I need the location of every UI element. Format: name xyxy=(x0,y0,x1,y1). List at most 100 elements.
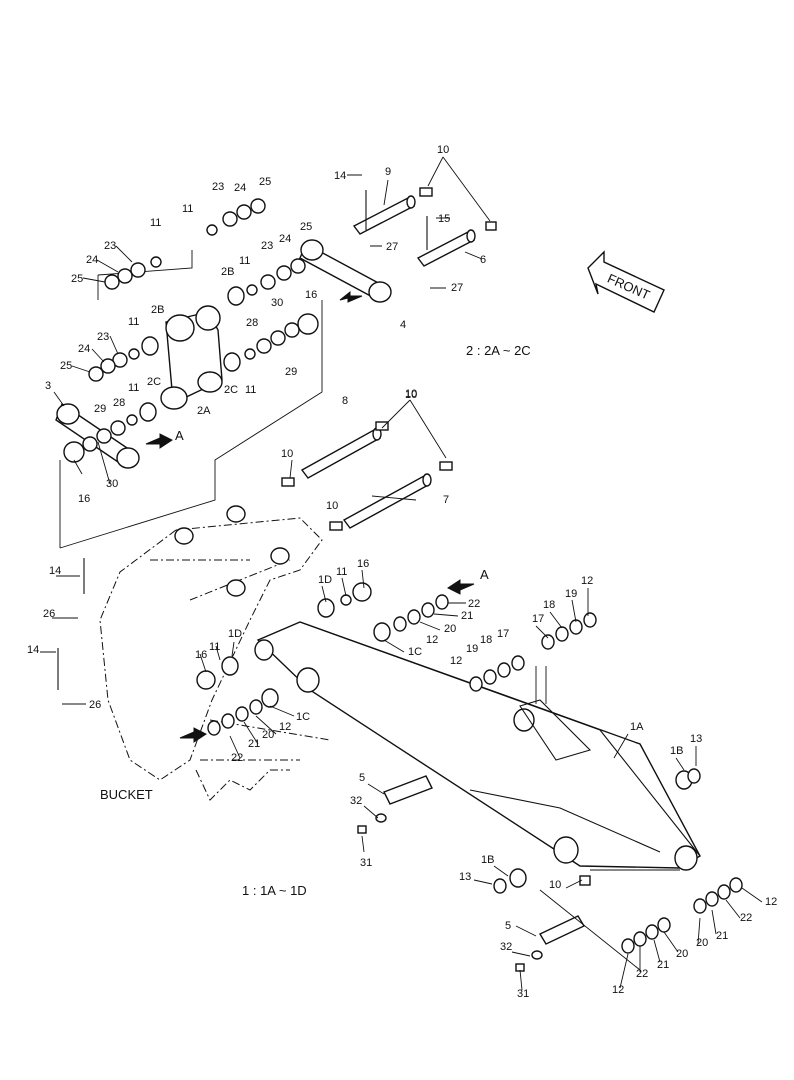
view-a-arrow-upper xyxy=(145,433,173,449)
callout: 22 xyxy=(636,968,648,980)
callout-view-a: A xyxy=(175,428,184,443)
callout: 7 xyxy=(443,494,449,506)
callout: 2C xyxy=(147,376,161,388)
callout: 11 xyxy=(128,316,139,328)
bucket-outline xyxy=(57,505,331,801)
callout: 16 xyxy=(305,289,317,301)
callout: 29 xyxy=(285,366,297,378)
callout: 21 xyxy=(248,738,260,750)
leader-lines xyxy=(40,156,763,991)
arm-assembly xyxy=(179,579,743,972)
callout: 18 xyxy=(480,634,492,646)
callout: 13 xyxy=(690,733,702,745)
callout: 18 xyxy=(543,599,555,611)
callout: 20 xyxy=(262,729,274,741)
callout: 16 xyxy=(195,649,207,661)
callout: 12 xyxy=(450,655,462,667)
front-arrow: FRONT xyxy=(587,250,665,313)
callout: 31 xyxy=(517,988,529,1000)
group-arm-label: 1 : 1A ~ 1D xyxy=(242,883,307,898)
callouts: 10 14 9 15 27 6 27 23 24 25 11 11 23 24 … xyxy=(27,144,777,1000)
callout: 17 xyxy=(497,628,509,640)
callout: 11 xyxy=(209,641,220,653)
callout: 1A xyxy=(630,721,644,733)
callout: 26 xyxy=(43,608,55,620)
callout: 19 xyxy=(466,643,478,655)
callout: 27 xyxy=(451,282,463,294)
callout: 14 xyxy=(334,170,346,182)
callout: 32 xyxy=(500,941,512,953)
callout: 23 xyxy=(97,331,109,343)
callout: 22 xyxy=(231,752,243,764)
callout: 20 xyxy=(444,623,456,635)
callout: 16 xyxy=(78,493,90,505)
callout: 24 xyxy=(279,233,291,245)
middle-pins xyxy=(281,421,453,531)
callout: 2C xyxy=(224,384,238,396)
callout: 23 xyxy=(212,181,224,193)
group-link-label: 2 : 2A ~ 2C xyxy=(466,343,531,358)
callout: 19 xyxy=(565,588,577,600)
callout: 10 xyxy=(549,879,561,891)
callout: 8 xyxy=(342,395,348,407)
callout: 24 xyxy=(78,343,90,355)
arm-washers xyxy=(207,594,743,954)
callout: 22 xyxy=(740,912,752,924)
callout: 12 xyxy=(426,634,438,646)
callout: 12 xyxy=(581,575,593,587)
callout: 20 xyxy=(676,948,688,960)
callout: 23 xyxy=(104,240,116,252)
callout: 9 xyxy=(385,166,391,178)
callout: 27 xyxy=(386,241,398,253)
callout: 21 xyxy=(716,930,728,942)
callout: 6 xyxy=(480,254,486,266)
callout: 15 xyxy=(438,213,450,225)
callout: 5 xyxy=(505,920,511,932)
callout: 10 xyxy=(437,144,449,156)
bucket-label: BUCKET xyxy=(100,787,153,802)
callout: 1C xyxy=(408,646,422,658)
callout: 23 xyxy=(261,240,273,252)
callout: 10 xyxy=(405,388,417,400)
callout: 25 xyxy=(71,273,83,285)
callout: 21 xyxy=(657,959,669,971)
callout: 22 xyxy=(468,598,480,610)
callout: 26 xyxy=(89,699,101,711)
callout: 1D xyxy=(228,628,242,640)
callout: 1C xyxy=(296,711,310,723)
callout: 12 xyxy=(612,984,624,996)
callout: 16 xyxy=(357,558,369,570)
callout: 29 xyxy=(94,403,106,415)
callout: 11 xyxy=(336,566,347,578)
callout: 11 xyxy=(150,217,161,229)
callout: 25 xyxy=(259,176,271,188)
callout: 32 xyxy=(350,795,362,807)
callout: 2B xyxy=(151,304,164,316)
callout: 24 xyxy=(234,182,246,194)
callout: 24 xyxy=(86,254,98,266)
callout: 10 xyxy=(326,500,338,512)
view-a-arrow-lower xyxy=(179,727,207,743)
callout: 4 xyxy=(400,319,406,331)
callout: 1B xyxy=(481,854,494,866)
callout: 10 xyxy=(281,448,293,460)
callout: 11 xyxy=(239,255,250,267)
callout: 2B xyxy=(221,266,234,278)
upper-pins xyxy=(352,187,497,267)
callout: 12 xyxy=(279,721,291,733)
callout-view-a: A xyxy=(480,567,489,582)
callout: 11 xyxy=(245,384,256,396)
callout: 11 xyxy=(128,382,139,394)
link-arrow xyxy=(339,290,363,303)
callout: 14 xyxy=(49,565,61,577)
callout: 12 xyxy=(765,896,777,908)
link-assembly xyxy=(55,198,392,549)
callout: 5 xyxy=(359,772,365,784)
callout: 30 xyxy=(106,478,118,490)
callout: 3 xyxy=(45,380,51,392)
callout: 10 xyxy=(405,389,417,401)
callout: 28 xyxy=(246,317,258,329)
view-a-arrow-right xyxy=(447,579,475,595)
callout: 13 xyxy=(459,871,471,883)
